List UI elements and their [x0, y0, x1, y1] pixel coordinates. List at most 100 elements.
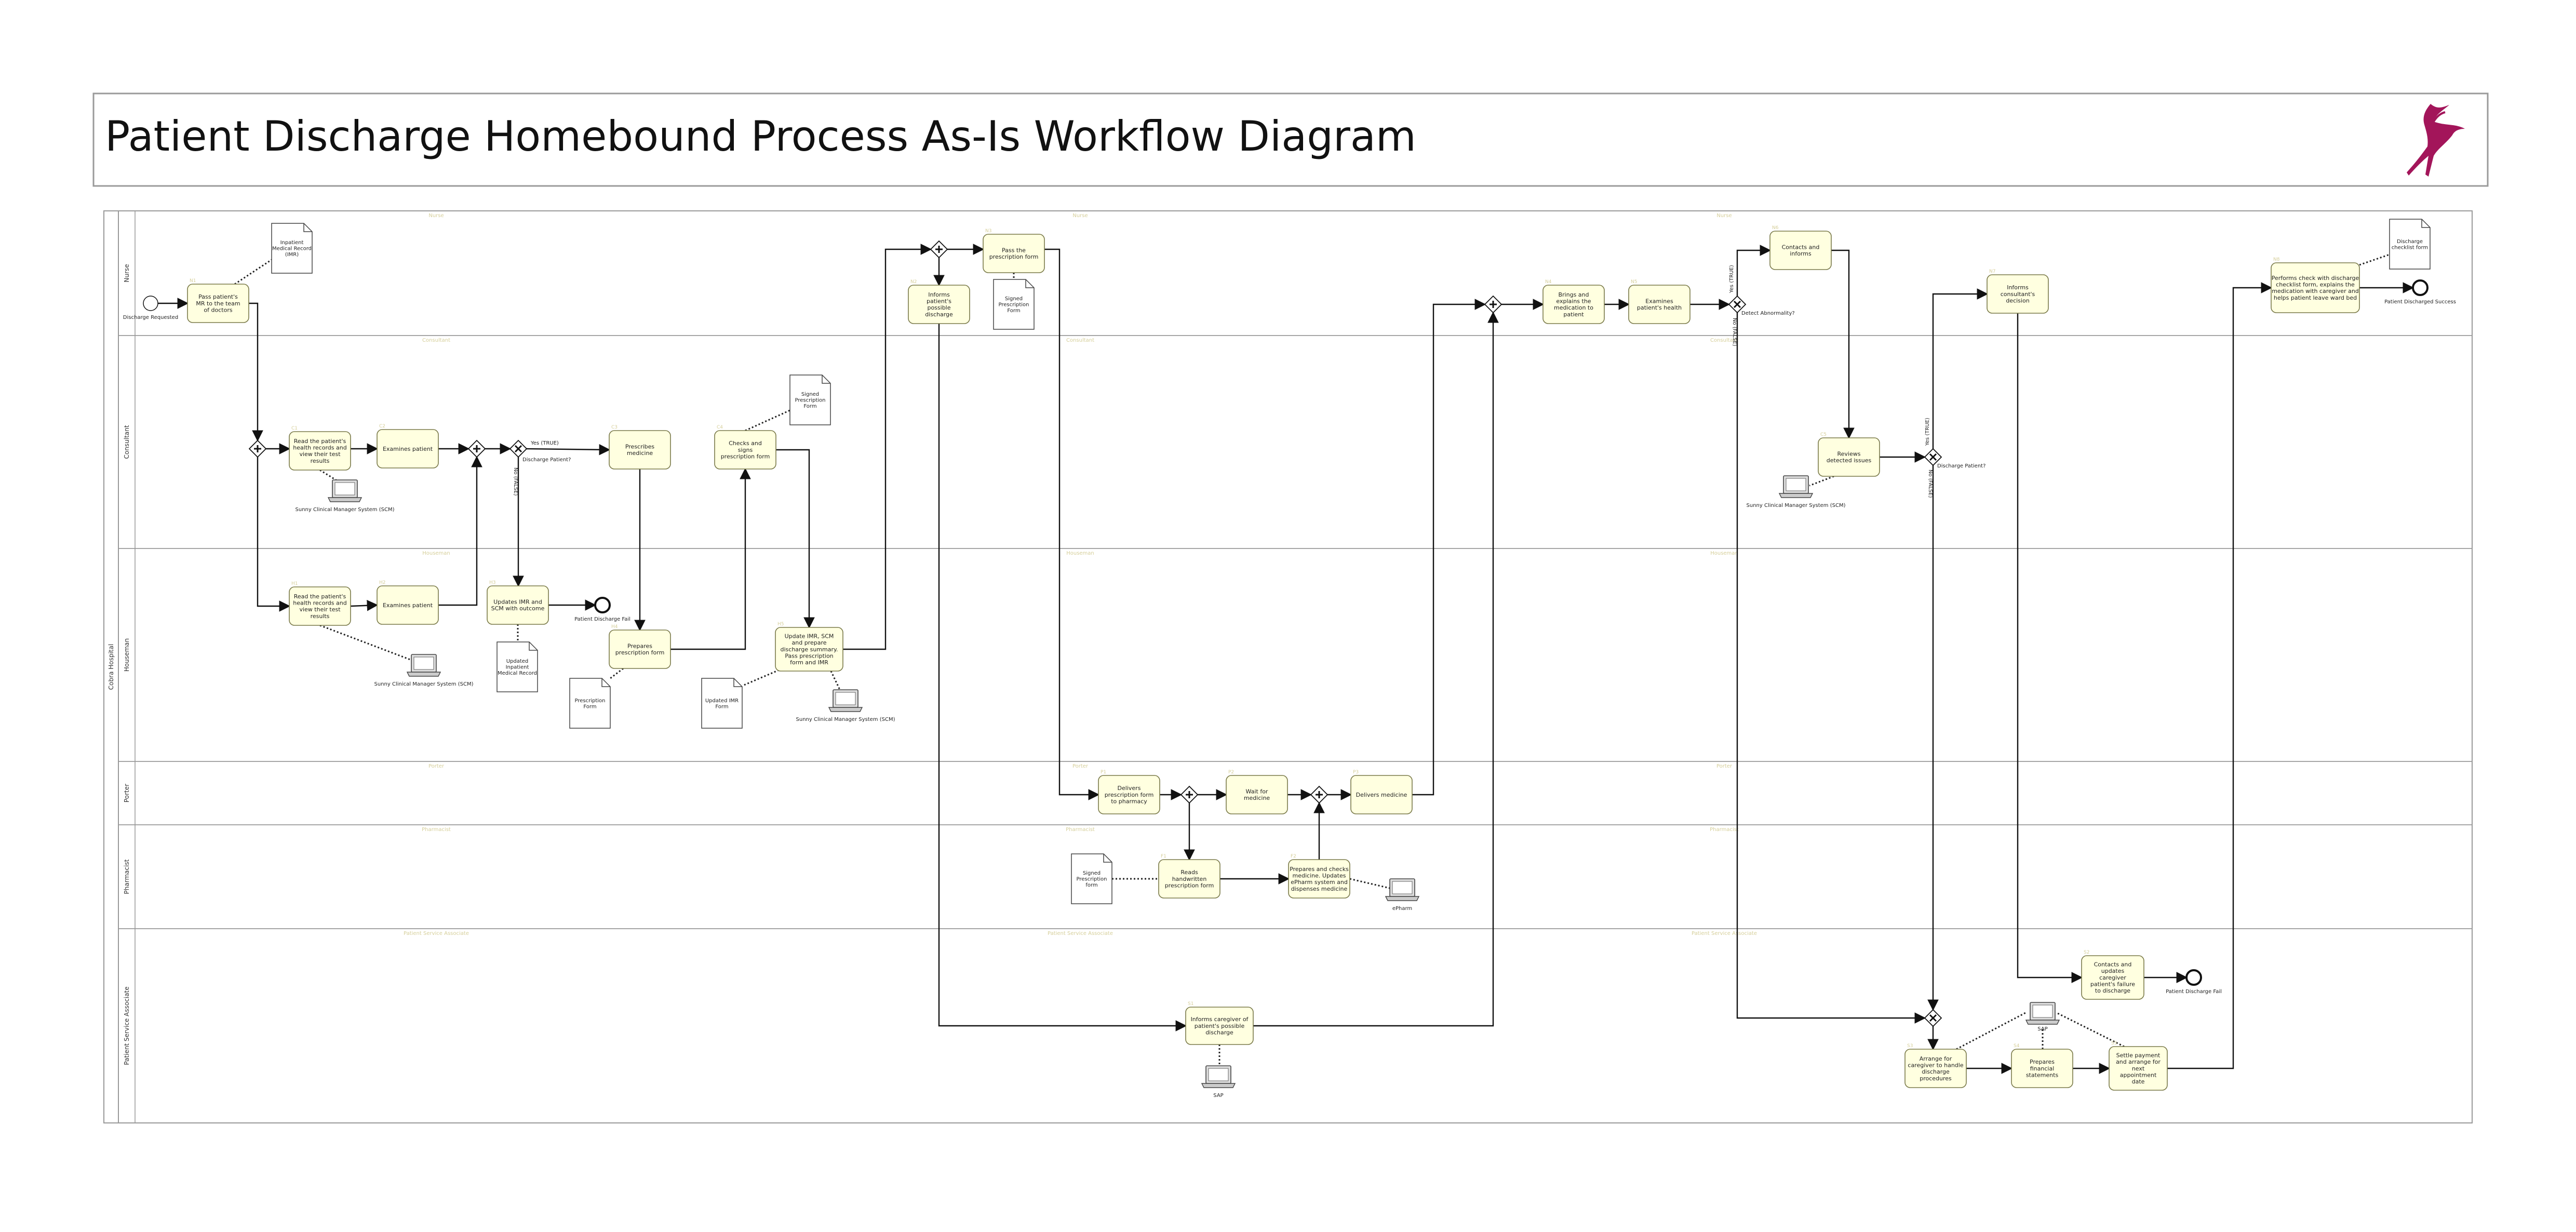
association [2056, 1012, 2125, 1048]
document-label: Prescription [999, 302, 1029, 308]
lane-watermark: Pharmacist [1710, 827, 1739, 833]
task-label: health records and [293, 600, 346, 607]
task-label: discharge [1922, 1068, 1950, 1075]
task-label: Examines patient [383, 602, 433, 609]
lane-watermark: Nurse [1072, 213, 1088, 219]
sequence-flow [249, 302, 263, 442]
sequence-flow [438, 456, 482, 606]
sequence-flow [350, 599, 379, 611]
task-label: medication with caregiver and [2272, 288, 2359, 294]
task-label: date [2132, 1078, 2145, 1085]
lane-label: Houseman [123, 638, 130, 672]
association [745, 409, 790, 432]
gateway-p2 [467, 439, 486, 458]
task-label: Performs check with discharge [2272, 275, 2359, 282]
lane-watermark: Consultant [1710, 338, 1738, 343]
task-number: N7 [1989, 269, 1995, 274]
lane-watermark: Houseman [1066, 551, 1094, 556]
task-number: N4 [1545, 279, 1552, 285]
task-label: Brings and [1558, 291, 1589, 298]
task-label: appointment [2120, 1072, 2157, 1079]
task-label: Prepares and checks [1290, 866, 1349, 873]
association [234, 259, 272, 285]
document-label: Form [803, 404, 816, 409]
task-number: C3 [611, 425, 618, 430]
task-label: handwritten [1172, 876, 1207, 882]
task-number: N3 [985, 229, 991, 234]
task-number: H5 [777, 622, 784, 627]
association [830, 671, 841, 691]
computer-icon: Sunny Clinical Manager System (SCM) [296, 479, 395, 513]
association [610, 667, 624, 679]
task-label: signs [738, 447, 753, 453]
sequence-flow [2017, 313, 2083, 983]
task-label: next [2132, 1065, 2145, 1072]
task-number: S3 [1907, 1043, 1913, 1049]
task-number: C4 [717, 425, 723, 430]
gateway-label: Detect Abnormality? [1741, 311, 1795, 316]
sequence-flow [257, 457, 291, 612]
task-label: prescription form [989, 253, 1039, 260]
computer-icon: Sunny Clinical Manager System (SCM) [1747, 475, 1846, 508]
system-label: SAP [2037, 1026, 2047, 1032]
computer-icon: SAP [2025, 1002, 2060, 1032]
task-label: patient's possible [1195, 1023, 1245, 1029]
document-label: Inpatient [506, 665, 529, 671]
task-label: patient's health [1637, 304, 1682, 311]
task-number: C5 [1820, 432, 1827, 437]
task-label: ePharm system and [1291, 879, 1348, 886]
lane-watermark: Consultant [422, 338, 450, 343]
lane-watermark: Houseman [422, 551, 450, 556]
task-label: Pass prescription [785, 653, 833, 660]
task-number: H3 [489, 580, 496, 585]
task-label: to discharge [2095, 987, 2130, 994]
document-label: Form [1007, 308, 1020, 314]
start-event: Discharge Requested [123, 296, 178, 320]
flow-label: No (FALSE) [513, 467, 518, 496]
lane-watermark: Porter [1716, 764, 1733, 769]
event-label: Patient Discharge Fail [574, 617, 630, 622]
task-number: S2 [2084, 950, 2089, 955]
task-label: discharge [925, 311, 953, 318]
system-label: SAP [1213, 1093, 1223, 1099]
task-label: patient's failure [2090, 981, 2135, 988]
sequence-flow [1412, 299, 1486, 796]
